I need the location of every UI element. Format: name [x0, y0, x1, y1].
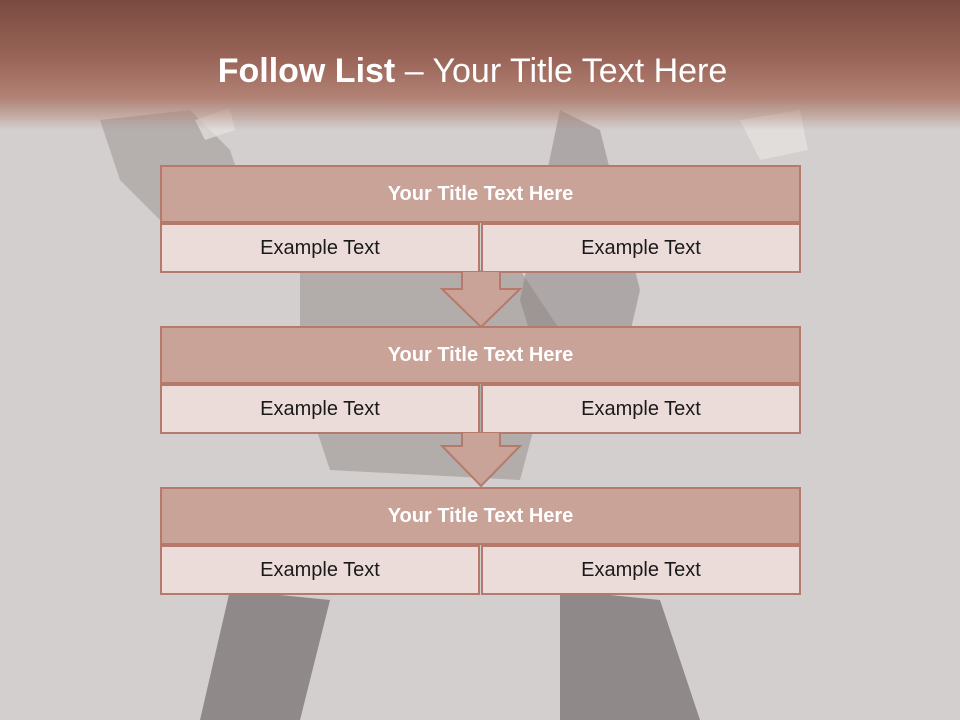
- block-right-cell: Example Text: [481, 545, 801, 595]
- block-left-cell: Example Text: [160, 545, 480, 595]
- block-right-cell: Example Text: [481, 384, 801, 434]
- block-title: Your Title Text Here: [160, 487, 801, 545]
- list-block-2: Your Title Text Here Example Text Exampl…: [160, 326, 801, 434]
- block-left-cell: Example Text: [160, 223, 480, 273]
- list-block-3: Your Title Text Here Example Text Exampl…: [160, 487, 801, 595]
- header-bar: [0, 0, 960, 130]
- down-arrow-icon: [439, 432, 523, 488]
- block-right-cell: Example Text: [481, 223, 801, 273]
- down-arrow-icon: [439, 271, 523, 329]
- page-title: Follow List – Your Title Text Here: [0, 52, 945, 91]
- page-title-bold: Follow List: [217, 52, 396, 90]
- block-title: Your Title Text Here: [160, 165, 801, 223]
- list-block-1: Your Title Text Here Example Text Exampl…: [160, 165, 801, 273]
- block-title: Your Title Text Here: [160, 326, 801, 384]
- block-left-cell: Example Text: [160, 384, 480, 434]
- page-title-rest: – Your Title Text Here: [395, 52, 728, 90]
